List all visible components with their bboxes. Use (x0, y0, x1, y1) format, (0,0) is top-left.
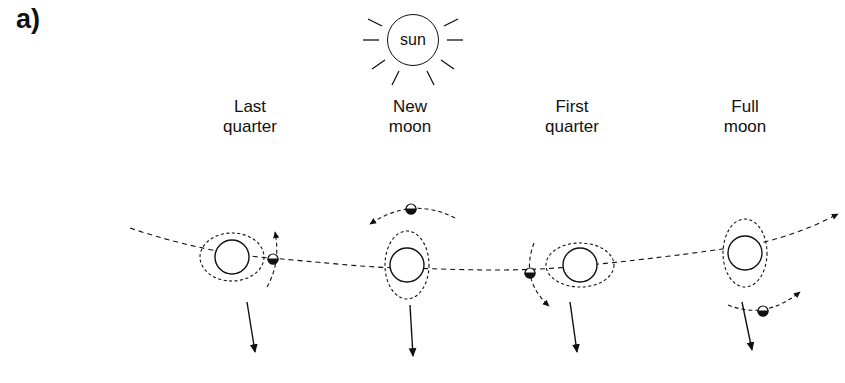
sunlight-arrows (247, 302, 752, 356)
panel-letter: a) (3, 4, 53, 35)
phase-label: First quarter (535, 97, 609, 136)
earth-symbols (200, 219, 767, 299)
sun-circle: sun (387, 14, 439, 66)
phase-label: Full moon (708, 97, 782, 136)
moon-symbols (268, 204, 768, 316)
phase-label: New moon (373, 97, 447, 136)
moon-paths (267, 208, 800, 310)
phase-label: Last quarter (213, 97, 287, 136)
node-text: sun (400, 31, 426, 49)
